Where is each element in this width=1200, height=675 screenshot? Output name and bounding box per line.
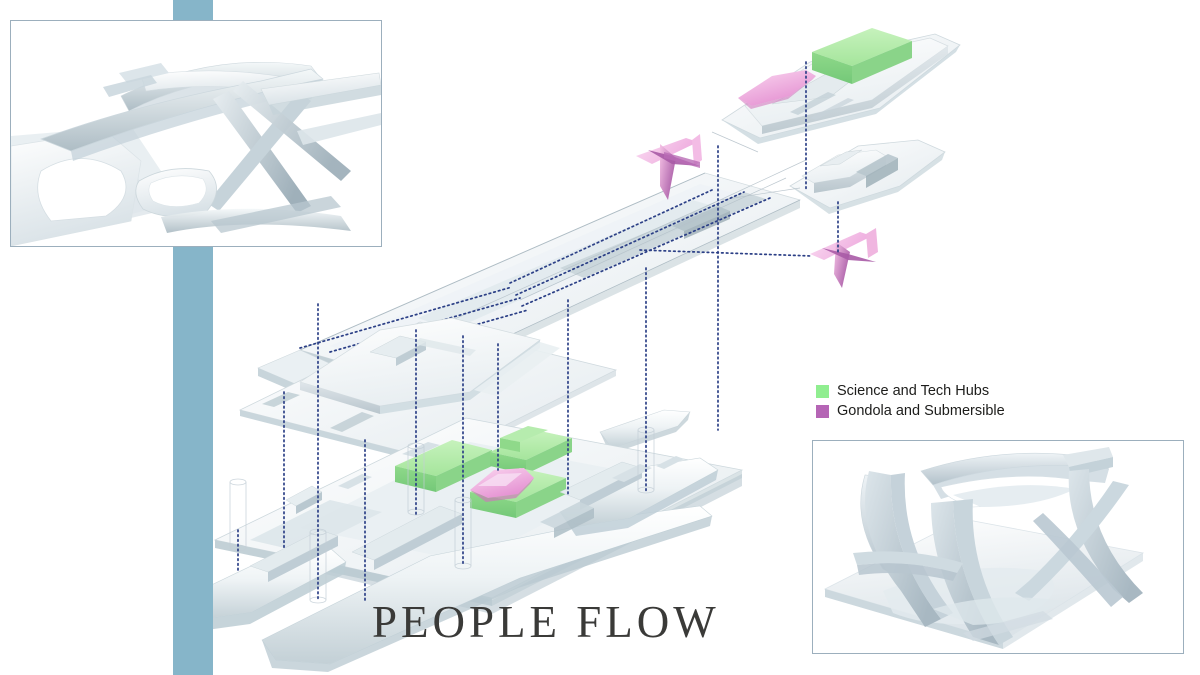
inset-render-top-left (10, 20, 382, 247)
upper-deck-module (721, 28, 961, 144)
legend: Science and Tech Hubs Gondola and Submer… (816, 382, 1005, 422)
gondola-wings-right (810, 228, 878, 288)
canopy-render-top-left (11, 21, 381, 246)
gondola-wings-left (636, 134, 702, 200)
science-tech-hub-volumes (395, 426, 572, 518)
submersible-pod (470, 468, 534, 502)
mid-deck-plate (238, 317, 618, 466)
alignment-tubes (229, 426, 655, 604)
legend-swatch-gondola-submersible (816, 404, 829, 418)
legend-item-science-tech-hubs: Science and Tech Hubs (816, 382, 1005, 400)
secondary-deck-module (789, 139, 946, 214)
legend-item-gondola-submersible: Gondola and Submersible (816, 402, 1005, 420)
page-title: PEOPLE FLOW (372, 597, 720, 647)
legend-swatch-science-tech-hubs (816, 384, 829, 398)
inset-render-bottom-right (812, 440, 1184, 654)
legend-label-science-tech-hubs: Science and Tech Hubs (837, 383, 990, 399)
science-tech-hub-box-upper (812, 28, 912, 84)
canopy-render-bottom-right (813, 441, 1183, 653)
gondola-pod-upper (738, 70, 816, 109)
legend-label-gondola-submersible: Gondola and Submersible (837, 403, 1005, 419)
